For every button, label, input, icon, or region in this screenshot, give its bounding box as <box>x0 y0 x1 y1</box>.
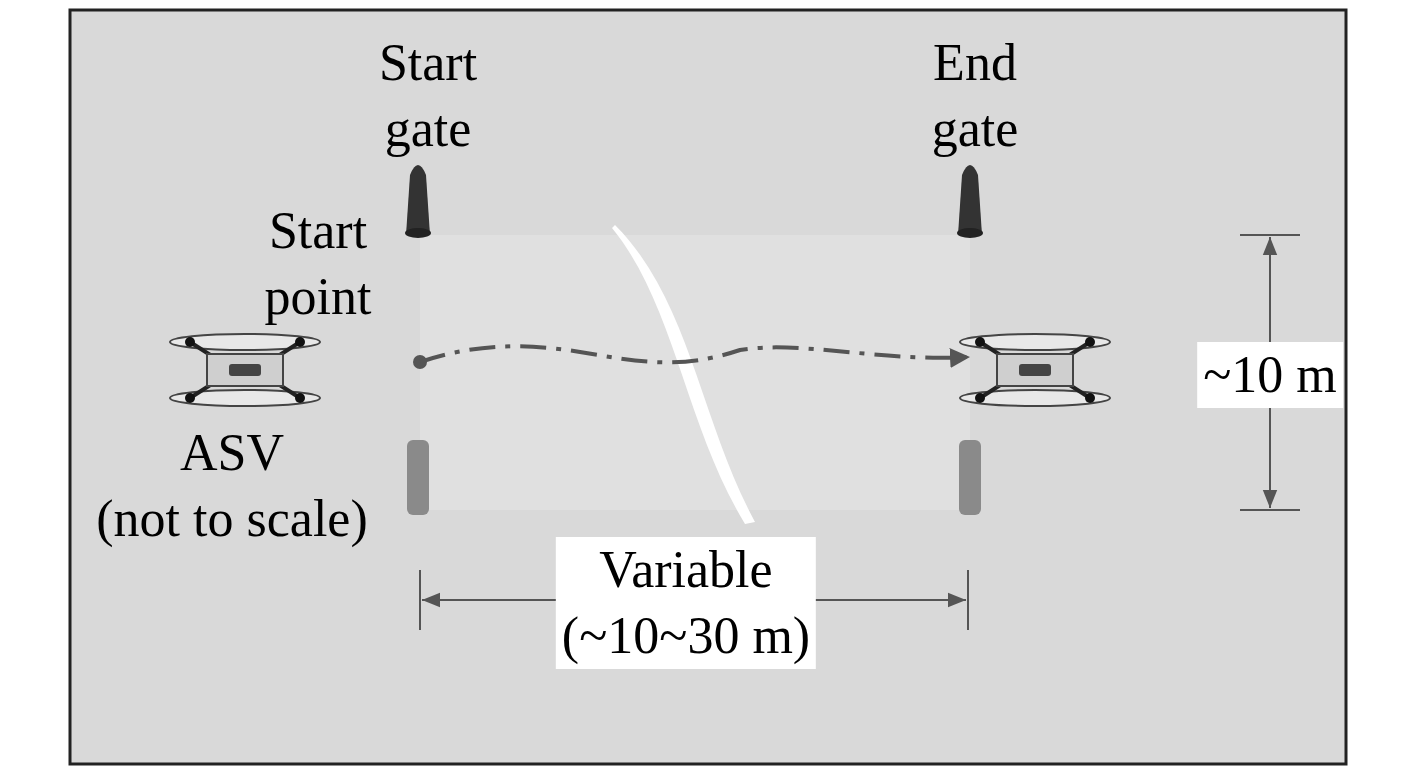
green-buoy <box>959 440 981 515</box>
green-buoy <box>407 440 429 515</box>
gate-label: Start gate <box>379 30 477 162</box>
red-buoy <box>958 165 982 235</box>
path-line <box>420 346 968 362</box>
point-label: Start point <box>265 198 372 330</box>
asv-end <box>960 334 1110 406</box>
gate-label: End gate <box>932 30 1019 162</box>
wake-curve <box>612 225 755 524</box>
water-ground <box>70 10 1346 764</box>
vehicle-label: ASV (not to scale) <box>96 420 367 552</box>
red-buoy <box>406 165 430 235</box>
dimension-label: ~10 m <box>1197 342 1343 408</box>
asv-start <box>170 334 320 406</box>
dimension-label: Variable (~10~30 m) <box>556 537 816 669</box>
